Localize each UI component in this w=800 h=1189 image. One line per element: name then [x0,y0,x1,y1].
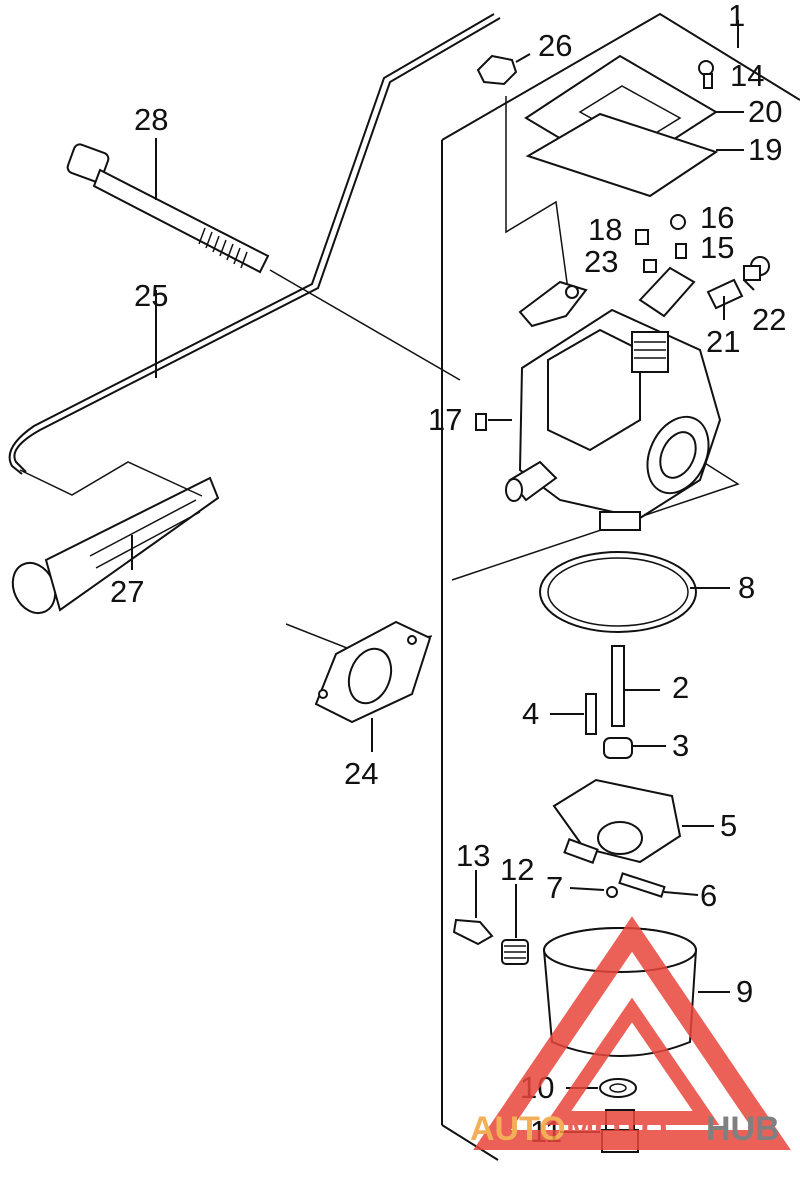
choke-shaft [11,476,220,615]
watermark-logo: AUTO MOTO HUB [470,916,791,1150]
callout-28: 28 [134,102,168,137]
callout-2: 2 [672,670,689,705]
main-nozzle [611,645,660,727]
callout-22: 22 [752,302,786,337]
callout-4: 4 [522,696,539,731]
callout-8: 8 [738,570,755,605]
callout-6: 6 [700,878,717,913]
callout-1: 1 [728,0,745,33]
callout-18: 18 [588,212,622,247]
choke-rod [8,13,501,475]
callout-9: 9 [736,974,753,1009]
callout-17: 17 [428,402,462,437]
callout-20: 20 [748,94,782,129]
callout-25: 25 [134,278,168,313]
callout-15: 15 [700,230,734,265]
pilot-jet [550,693,597,735]
callout-27: 27 [110,574,144,609]
carburetor-body [505,266,722,531]
gasket-19 [525,112,719,198]
watermark-text-moto: MOTO [566,1110,667,1148]
o-ring [539,551,697,633]
assembly-frame [441,12,800,1161]
callout-7: 7 [546,870,563,905]
callout-14: 14 [730,58,764,93]
callout-24: 24 [344,756,378,791]
watermark-text-auto: AUTO [470,1110,566,1148]
callout-26: 26 [538,28,572,63]
callout-12: 12 [500,852,534,887]
long-bolt [66,138,270,274]
watermark-triangle-outer [473,916,791,1150]
callout-16: 16 [700,200,734,235]
idle-spring [501,884,529,965]
gasket-24 [314,620,432,724]
small-parts-top [475,60,770,431]
callout-13: 13 [456,838,490,873]
idle-screw [452,870,494,946]
washer [566,1078,637,1098]
rod-clip [476,53,531,86]
watermark-text-hub: HUB [706,1110,780,1148]
needle-clip [569,886,618,898]
float-pin [563,838,699,898]
callout-leaders [371,111,755,752]
callout-23: 23 [584,244,618,279]
callout-21: 21 [706,324,740,359]
main-jet [603,737,666,759]
callout-19: 19 [748,132,782,167]
callout-5: 5 [720,808,737,843]
callout-3: 3 [672,728,689,763]
watermark-triangle-inner [544,997,720,1125]
